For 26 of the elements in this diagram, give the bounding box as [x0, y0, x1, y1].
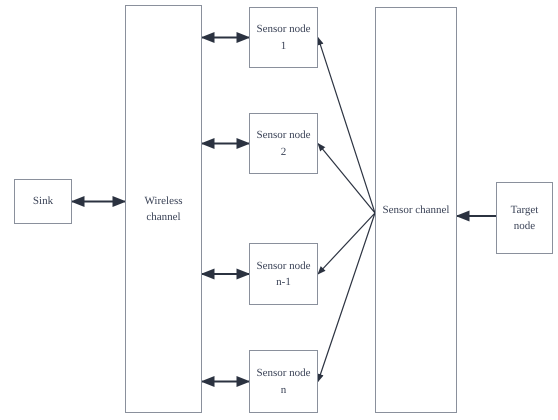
channel-box	[125, 5, 202, 413]
node-label: Sensor node n-1	[255, 258, 312, 290]
node-label: Sensor channel	[382, 202, 450, 218]
arrow	[200, 376, 250, 388]
channel-box	[375, 7, 457, 413]
node-box	[249, 243, 318, 305]
node-box	[249, 7, 318, 68]
node-label: Sink	[32, 194, 54, 210]
node-box	[496, 182, 553, 254]
arrow	[200, 32, 250, 44]
node-label: Sensor node 2	[255, 128, 312, 160]
arrow	[456, 210, 496, 222]
arrow	[200, 268, 250, 280]
arrow	[317, 36, 376, 214]
node-box	[14, 179, 72, 224]
node-label: Wireless channel	[143, 194, 184, 225]
arrow	[317, 212, 376, 382]
arrow	[317, 212, 376, 275]
node-label: Sensor node n	[255, 366, 312, 398]
arrow	[200, 138, 250, 150]
node-box	[249, 113, 318, 174]
arrow	[317, 142, 376, 214]
node-box	[249, 350, 318, 413]
arrow	[70, 196, 126, 208]
node-label: Sensor node 1	[255, 22, 312, 54]
node-label: Target node	[510, 202, 540, 234]
